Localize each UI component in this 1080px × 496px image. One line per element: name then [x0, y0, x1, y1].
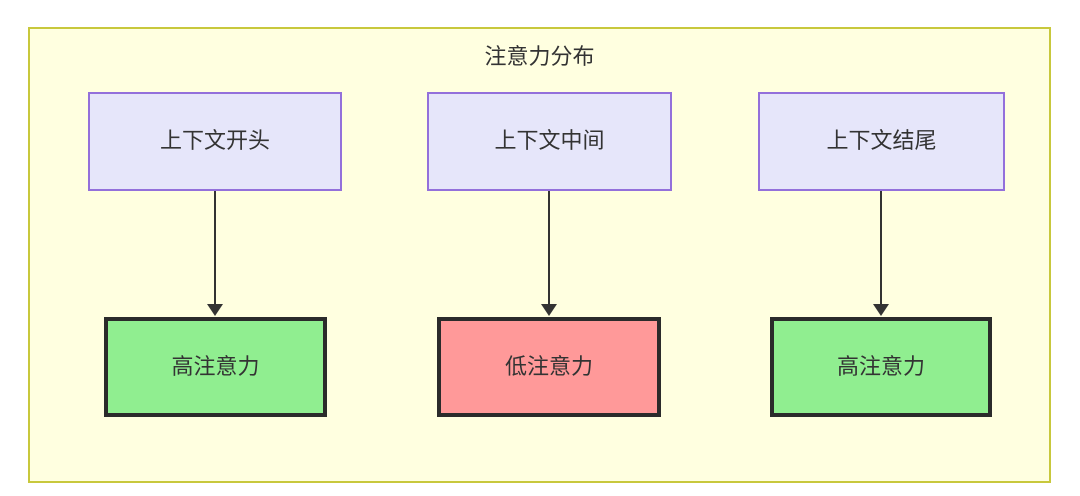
edge-context-start-to-attention-start-arrowhead	[207, 304, 223, 316]
node-context-start[interactable]: 上下文开头	[88, 92, 342, 191]
node-attention-middle-label: 低注意力	[504, 353, 593, 379]
edge-context-start-to-attention-start-line	[214, 191, 216, 305]
node-context-end[interactable]: 上下文结尾	[758, 92, 1005, 191]
node-context-middle-label: 上下文中间	[494, 128, 605, 154]
edge-context-end-to-attention-end-line	[880, 191, 882, 305]
node-attention-middle[interactable]: 低注意力	[437, 317, 661, 417]
edge-context-end-to-attention-end-arrowhead	[873, 304, 889, 316]
node-context-end-label: 上下文结尾	[826, 128, 937, 154]
edge-context-middle-to-attention-middle-line	[548, 191, 550, 305]
edge-context-middle-to-attention-middle-arrowhead	[541, 304, 557, 316]
node-context-middle[interactable]: 上下文中间	[427, 92, 672, 191]
node-attention-start-label: 高注意力	[171, 353, 260, 379]
node-context-start-label: 上下文开头	[159, 128, 270, 154]
node-attention-end[interactable]: 高注意力	[770, 317, 992, 417]
node-attention-start[interactable]: 高注意力	[104, 317, 327, 417]
node-attention-end-label: 高注意力	[836, 353, 925, 379]
diagram-title: 注意力分布	[484, 44, 595, 69]
